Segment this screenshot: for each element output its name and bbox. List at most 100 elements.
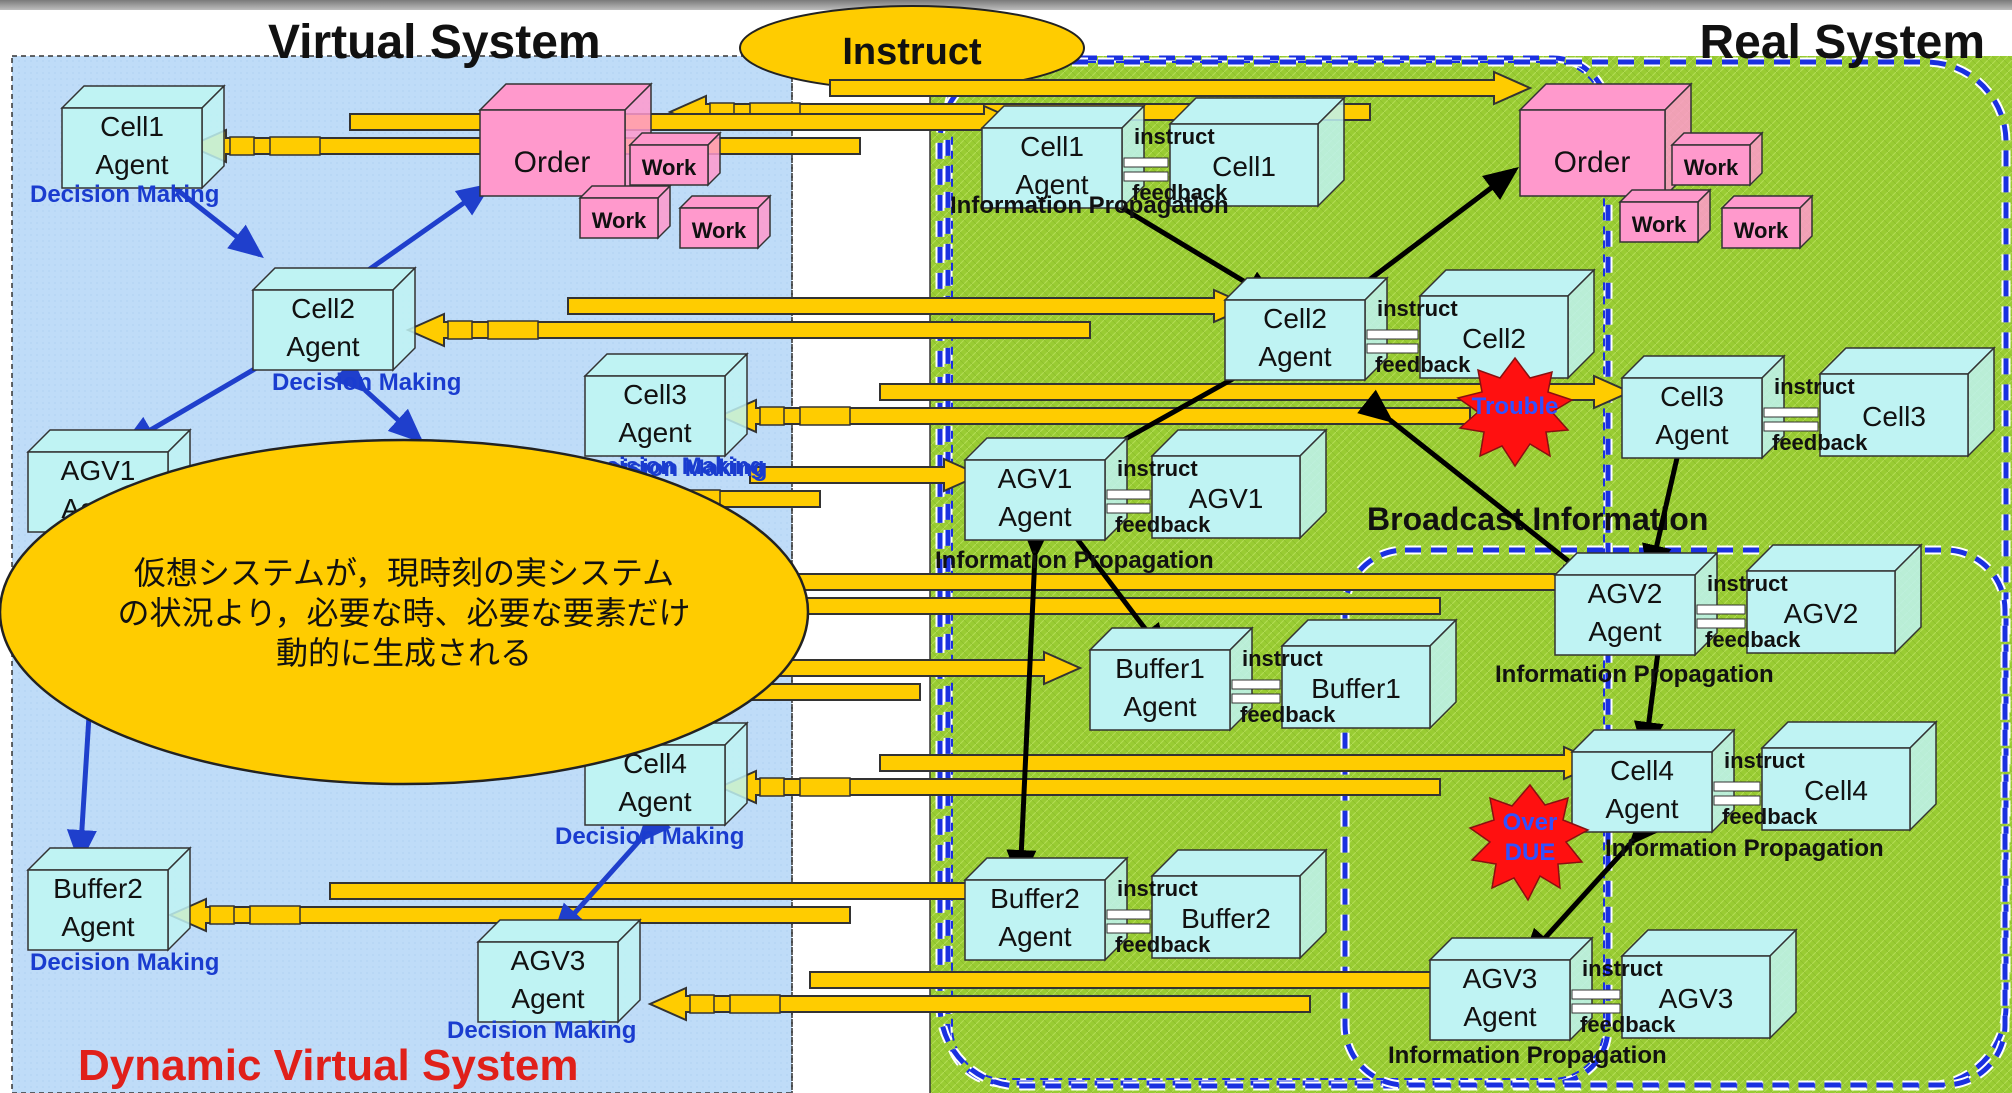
real-agv3-feedback-label: feedback	[1580, 1012, 1676, 1037]
real-cell4-agent-label: Agent	[1605, 793, 1678, 824]
real-agv2-info-propagation: Information Propagation	[1495, 661, 1774, 688]
virtual-cell1-decision: Decision Making	[30, 181, 219, 208]
real-cell3-instruct-label: instruct	[1774, 374, 1855, 399]
real-buffer1-agent-name: Buffer1	[1115, 653, 1205, 684]
real-cell3-agent-name: Cell3	[1660, 381, 1724, 412]
real-buffer2-instruct-label: instruct	[1117, 876, 1198, 901]
trouble-label: Trouble	[1472, 393, 1559, 420]
real-cell3-feedback-label: feedback	[1772, 430, 1868, 455]
arrow-cell3-block-1	[760, 407, 784, 425]
virtual-agv3-agent: Agent	[511, 983, 584, 1014]
virtual-work-1-label: Work	[642, 155, 697, 180]
arrow-cell3-block-2	[800, 407, 850, 425]
virtual-order-label: Order	[514, 146, 591, 179]
virtual-order-box	[480, 84, 651, 196]
real-buffer2-feedback-label: feedback	[1115, 932, 1211, 957]
arrow-cell2-block-2	[488, 321, 538, 339]
real-agv2-machine-name: AGV2	[1784, 598, 1859, 629]
arrow-buffer2-block-1	[210, 906, 234, 924]
real-cell1-info-propagation: Information Propagation	[950, 192, 1229, 219]
virtual-agv3-name: AGV3	[511, 945, 586, 976]
real-buffer2-agent-label: Agent	[998, 921, 1071, 952]
real-cell1-machine-name: Cell1	[1212, 151, 1276, 182]
virtual-work-3-label: Work	[692, 218, 747, 243]
real-agv3-machine-name: AGV3	[1659, 983, 1734, 1014]
real-cell4-info-propagation: Information Propagation	[1605, 835, 1884, 862]
real-cell4-instruct-arrow	[1714, 782, 1760, 791]
real-cell3-instruct-arrow	[1764, 408, 1818, 417]
real-agv3-instruct-label: instruct	[1582, 956, 1663, 981]
arrow-cell4-block-2	[800, 778, 850, 796]
virtual-agv1-name: AGV1	[61, 455, 136, 486]
real-agv1-instruct-label: instruct	[1117, 456, 1198, 481]
virtual-agv3-decision: Decision Making	[447, 1017, 636, 1044]
over-due-label-1: Over	[1503, 809, 1558, 836]
real-work-3-label: Work	[1734, 218, 1789, 243]
real-buffer1-feedback-label: feedback	[1240, 702, 1336, 727]
real-cell2-instruct-label: instruct	[1377, 296, 1458, 321]
real-cell4-instruct-label: instruct	[1724, 748, 1805, 773]
real-buffer2-instruct-arrow	[1107, 910, 1150, 919]
callout-line-2: の状況より，必要な時、必要な要素だけ	[117, 595, 690, 631]
real-buffer1-machine-name: Buffer1	[1311, 673, 1401, 704]
virtual-buffer2-agent: Agent	[61, 911, 134, 942]
real-buffer2-agent-name: Buffer2	[990, 883, 1080, 914]
real-agv1-info-propagation: Information Propagation	[935, 547, 1214, 574]
virtual-cell3-agent: Agent	[618, 417, 691, 448]
real-cell2-agent-label: Agent	[1258, 341, 1331, 372]
real-buffer1-agent-label: Agent	[1123, 691, 1196, 722]
virtual-buffer2-name: Buffer2	[53, 873, 143, 904]
virtual-cell1-name: Cell1	[100, 111, 164, 142]
real-cell1-instruct-arrow	[1124, 158, 1168, 167]
real-cell3-machine-name: Cell3	[1862, 401, 1926, 432]
real-cell2-feedback-label: feedback	[1375, 352, 1471, 377]
real-cell4-feedback-label: feedback	[1722, 804, 1818, 829]
real-agv1-instruct-arrow	[1107, 490, 1150, 499]
real-work-2-label: Work	[1632, 212, 1687, 237]
broadcast-information-label: Broadcast Information	[1367, 501, 1708, 537]
real-agv2-feedback-label: feedback	[1705, 627, 1801, 652]
real-cell2-agent-name: Cell2	[1263, 303, 1327, 334]
arrow-agv3-block-1	[690, 995, 714, 1013]
real-order-label: Order	[1554, 146, 1631, 179]
real-agv2-instruct-arrow	[1697, 605, 1745, 614]
arrow-cell4-block-1	[760, 778, 784, 796]
real-order-box	[1520, 84, 1691, 196]
real-agv1-agent-name: AGV1	[998, 463, 1073, 494]
virtual-system-title: Virtual System	[268, 16, 601, 69]
real-cell2-machine-name: Cell2	[1462, 323, 1526, 354]
virtual-buffer2-decision: Decision Making	[30, 949, 219, 976]
real-agv1-agent-label: Agent	[998, 501, 1071, 532]
real-cell1-agent-name: Cell1	[1020, 131, 1084, 162]
real-buffer1-instruct-label: instruct	[1242, 646, 1323, 671]
callout-line-1: 仮想システムが，現時刻の実システム	[134, 555, 674, 591]
real-agv3-agent-label: Agent	[1463, 1001, 1536, 1032]
instruct-label: Instruct	[842, 31, 982, 73]
callout-line-3: 動的に生成される	[276, 635, 532, 671]
arrow-buffer2-block-2	[250, 906, 300, 924]
real-cell4-machine-name: Cell4	[1804, 775, 1868, 806]
virtual-cell4-decision: Decision Making	[555, 823, 744, 850]
real-cell1-instruct-label: instruct	[1134, 124, 1215, 149]
real-cell4-agent-name: Cell4	[1610, 755, 1674, 786]
real-system-title: Real System	[1700, 16, 1986, 69]
real-agv2-instruct-label: instruct	[1707, 571, 1788, 596]
real-agv1-feedback-label: feedback	[1115, 512, 1211, 537]
real-agv2-agent-label: Agent	[1588, 616, 1661, 647]
virtual-cell2-name: Cell2	[291, 293, 355, 324]
virtual-cell2-agent: Agent	[286, 331, 359, 362]
virtual-cell2-decision: Decision Making	[272, 369, 461, 396]
real-buffer2-machine-name: Buffer2	[1181, 903, 1271, 934]
real-cell2-instruct-arrow	[1367, 330, 1418, 339]
real-buffer1-instruct-arrow	[1232, 680, 1280, 689]
virtual-cell4-agent: Agent	[618, 786, 691, 817]
dynamic-virtual-system-title: Dynamic Virtual System	[78, 1041, 579, 1090]
virtual-cell3-name: Cell3	[623, 379, 687, 410]
over-due-label-2: DUE	[1505, 839, 1556, 866]
real-cell3-agent-label: Agent	[1655, 419, 1728, 450]
arrow-cell2-block-1	[448, 321, 472, 339]
real-agv3-info-propagation: Information Propagation	[1388, 1042, 1667, 1069]
virtual-cell1-agent: Agent	[95, 149, 168, 180]
real-agv3-agent-name: AGV3	[1463, 963, 1538, 994]
